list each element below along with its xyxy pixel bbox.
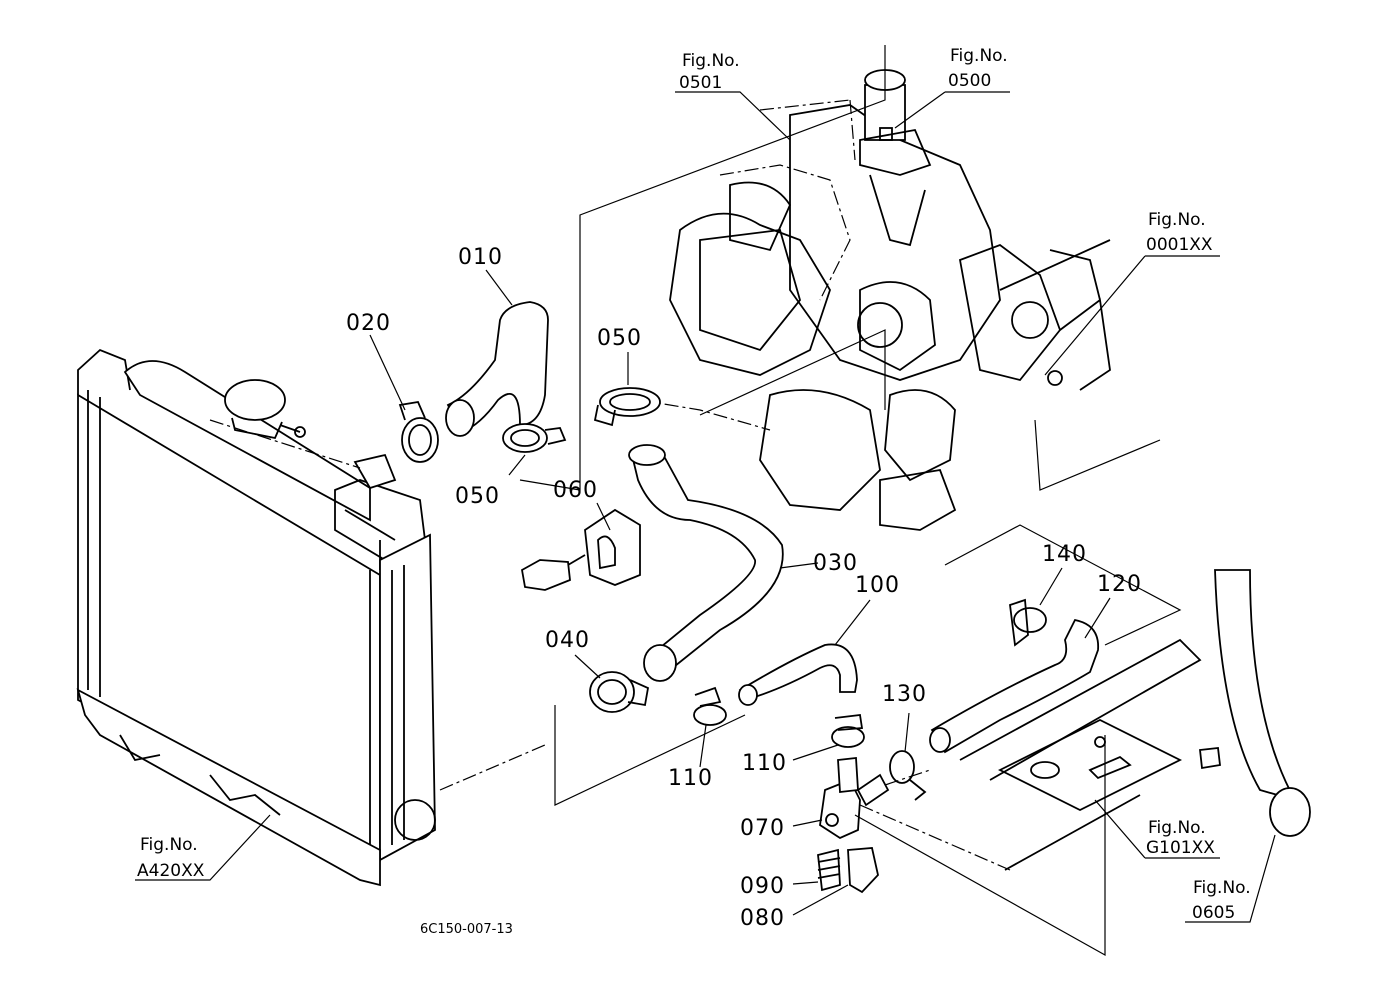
part-label-070: 070 <box>740 816 785 841</box>
part-label-140: 140 <box>1042 542 1087 567</box>
part-label-110-right: 110 <box>742 751 787 776</box>
part-label-120: 120 <box>1097 572 1142 597</box>
radiator-drawing <box>76 348 546 887</box>
fig-ref-caption-0500: Fig.No. <box>950 46 1008 66</box>
fig-ref-caption-a420xx: Fig.No. <box>140 835 198 855</box>
part-label-010: 010 <box>458 245 503 270</box>
fig-ref-number-a420xx: A420XX <box>137 861 205 881</box>
fig-ref-caption-0501: Fig.No. <box>682 51 740 71</box>
hose-parts-drawing <box>398 301 1311 957</box>
part-label-040: 040 <box>545 628 590 653</box>
fig-ref-caption-g101xx: Fig.No. <box>1148 818 1206 838</box>
part-label-100: 100 <box>855 573 900 598</box>
fig-ref-caption-0605: Fig.No. <box>1193 878 1251 898</box>
part-label-020: 020 <box>346 311 391 336</box>
leader-lines <box>135 91 1276 923</box>
part-label-050-lower: 050 <box>455 484 500 509</box>
fig-ref-caption-0001xx: Fig.No. <box>1148 210 1206 230</box>
drawing-code: 6C150-007-13 <box>420 922 513 937</box>
fig-ref-number-0605: 0605 <box>1192 903 1235 923</box>
engine-block-drawing <box>519 45 1161 531</box>
part-label-090: 090 <box>740 874 785 899</box>
part-label-080: 080 <box>740 906 785 931</box>
fig-ref-number-g101xx: G101XX <box>1146 838 1215 858</box>
part-label-110-left: 110 <box>668 766 713 791</box>
part-label-130: 130 <box>882 682 927 707</box>
part-label-060: 060 <box>553 478 598 503</box>
part-label-030: 030 <box>813 551 858 576</box>
fig-ref-number-0501: 0501 <box>679 73 722 93</box>
fig-ref-number-0001xx: 0001XX <box>1146 235 1213 255</box>
fig-ref-number-0500: 0500 <box>948 71 991 91</box>
part-label-050-upper: 050 <box>597 326 642 351</box>
